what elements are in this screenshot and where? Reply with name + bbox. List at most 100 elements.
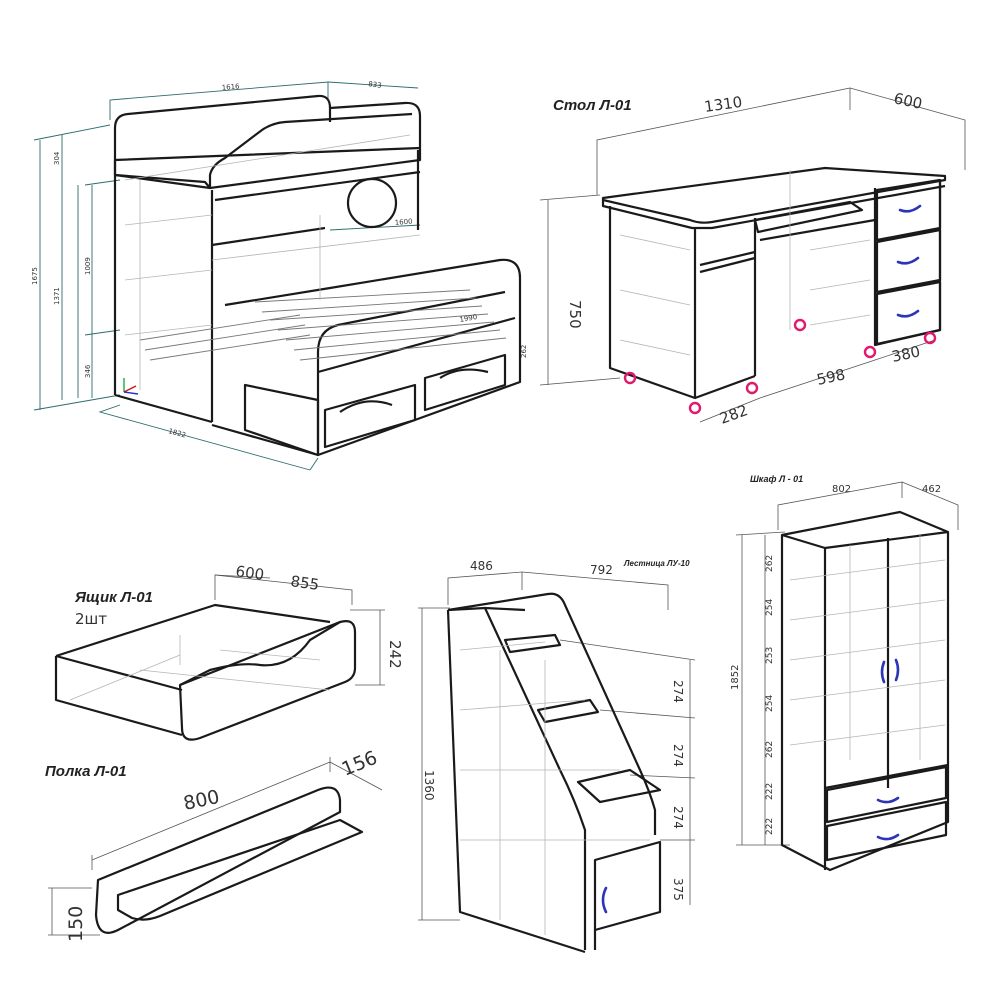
- stairs-hidden-lines: [459, 641, 650, 935]
- desk-top: [601, 166, 947, 224]
- wardrobe-shelf-dim-1: 262: [765, 555, 775, 572]
- drawer-box: [55, 603, 331, 658]
- bed-dimension-lines: [33, 81, 521, 471]
- desk-left-pedestal: [608, 206, 697, 400]
- desk-keyboard-shelf: [753, 200, 864, 234]
- bed-lower-height-dim: 1009: [84, 257, 92, 275]
- bed-depth-dim: 833: [368, 80, 382, 90]
- wardrobe-depth-dim: 462: [922, 484, 941, 495]
- wardrobe-hidden-lines: [789, 535, 946, 760]
- stairs-depth-dim: 486: [470, 559, 493, 573]
- drawer-front-panel: [178, 620, 357, 741]
- stairs-step-dim-1: 274: [671, 680, 685, 703]
- desk-knee-width-dim: 598: [815, 365, 847, 389]
- upper-bunk-headboard: [113, 94, 332, 185]
- desk-dimension-lines: [539, 87, 966, 423]
- wardrobe-shelf-dim-4: 254: [765, 695, 775, 712]
- wardrobe-width-dim: 802: [832, 484, 851, 495]
- drawer-dimension-lines: [214, 574, 385, 686]
- shelf-drawing: Полка Л-01 800 156 150: [45, 747, 383, 942]
- bed-front-width-dim: 1822: [167, 427, 186, 439]
- drawer-title: Ящик Л-01: [74, 589, 153, 606]
- bed-total-height-dim: 1675: [31, 267, 39, 285]
- wardrobe-shelf-dim-7: 222: [765, 818, 775, 835]
- wardrobe-drawer-top-handle: [876, 796, 900, 804]
- stairs-cabinet-handle: [601, 886, 608, 914]
- axis-marker: [123, 378, 139, 395]
- stairs-bottom-cabinet: [593, 840, 662, 932]
- bed-pull-out-depth-dim: 1990: [459, 313, 478, 324]
- bed-width-dim: 1616: [221, 82, 240, 92]
- stairs-step-dim-3: 274: [671, 806, 685, 829]
- wardrobe-body: [780, 510, 950, 872]
- wardrobe-drawer-bottom: [825, 800, 948, 862]
- desk-drawer-top: [875, 178, 942, 242]
- shelf-length-dim: 800: [181, 786, 221, 815]
- wardrobe-drawer-bottom-handle: [876, 833, 900, 841]
- shelf-height-dim: 150: [65, 906, 87, 942]
- bed-drawer-middle: [323, 383, 417, 449]
- bed-drawer-height-dim: 262: [520, 345, 528, 358]
- wardrobe-height-dim: 1852: [730, 665, 741, 690]
- bunk-bed-drawing: 1616 833 1675 304 1371 1009 346 1600 199…: [31, 80, 528, 471]
- stairs-dimension-lines: [418, 571, 696, 921]
- desk-hidden-lines: [619, 170, 871, 356]
- stairs-step-3: [576, 768, 662, 804]
- lower-bed-base: [114, 393, 213, 424]
- drawer-quantity: 2шт: [75, 610, 107, 628]
- lower-bed-headboard: [211, 226, 326, 247]
- wardrobe-door-left-handle: [880, 660, 886, 684]
- stairs-step-dim-4: 375: [671, 878, 685, 901]
- wardrobe-door-right-handle: [894, 658, 900, 682]
- stairs-height-dim: 1360: [422, 770, 436, 801]
- desk-drawer-bottom-handle: [896, 309, 920, 318]
- desk-drawer-middle: [875, 228, 942, 294]
- desk-drawer-top-handle: [898, 204, 922, 213]
- drawer-front-cutout: [179, 621, 341, 686]
- desk-title: Стол Л-01: [553, 97, 632, 114]
- desk-casters: [623, 318, 937, 415]
- upper-bunk-rail: [113, 146, 422, 190]
- stairs-step-1: [503, 633, 562, 654]
- stairs-step-2: [536, 698, 600, 724]
- desk-height-dim: 750: [566, 300, 584, 329]
- desk-drawing: Стол Л-01: [539, 87, 966, 428]
- desk-width-dim: 1310: [703, 93, 743, 116]
- wardrobe-shelf-dim-3: 253: [765, 647, 775, 664]
- stairs-drawing: Лестница ЛУ-10: [418, 559, 696, 954]
- wardrobe-drawer-top: [825, 765, 948, 824]
- bed-hidden-lines: [124, 134, 421, 390]
- bed-base-height-dim: 346: [84, 364, 92, 378]
- bed-slats: [139, 289, 507, 361]
- stairs-step-dim-2: 274: [671, 744, 685, 767]
- desk-pedestal-depth-dim: 380: [890, 342, 922, 366]
- shelf-title: Полка Л-01: [45, 763, 127, 780]
- wardrobe-shelf-dim-5: 262: [765, 741, 775, 758]
- wardrobe-shelf-dim-2: 254: [765, 599, 775, 616]
- bed-drawer-right: [423, 353, 507, 412]
- upper-bunk-guard: [208, 112, 413, 188]
- porthole-window: [346, 177, 398, 229]
- bed-drawer-left: [243, 383, 320, 457]
- shelf-dimension-lines: [48, 757, 383, 936]
- wardrobe-shelf-dim-6: 222: [765, 783, 775, 800]
- upper-bunk-end-panel: [329, 101, 422, 148]
- desk-drawer-middle-handle: [896, 256, 920, 265]
- bed-upper-section-dim: 304: [53, 151, 61, 165]
- wardrobe-drawing: Шкаф Л - 01 802 4: [730, 474, 959, 872]
- bed-pull-out-width-dim: 1600: [394, 217, 412, 227]
- shelf-board: [116, 818, 364, 921]
- desk-depth-dim: 600: [892, 89, 924, 113]
- desk-shelf-width-dim: 282: [717, 401, 750, 428]
- drawer-hidden-lines: [69, 635, 331, 701]
- wardrobe-title: Шкаф Л - 01: [750, 474, 803, 484]
- drawer-drawing: Ящик Л-01 2шт 600 855 242: [54, 562, 404, 741]
- stairs-width-dim: 792: [590, 563, 613, 577]
- stairs-title: Лестница ЛУ-10: [623, 559, 690, 568]
- desk-drawer-bottom: [875, 280, 942, 346]
- bed-mid-height-dim: 1371: [53, 287, 61, 305]
- pull-out-bed-frame: [211, 258, 522, 457]
- shelf-back-panel: [94, 786, 342, 934]
